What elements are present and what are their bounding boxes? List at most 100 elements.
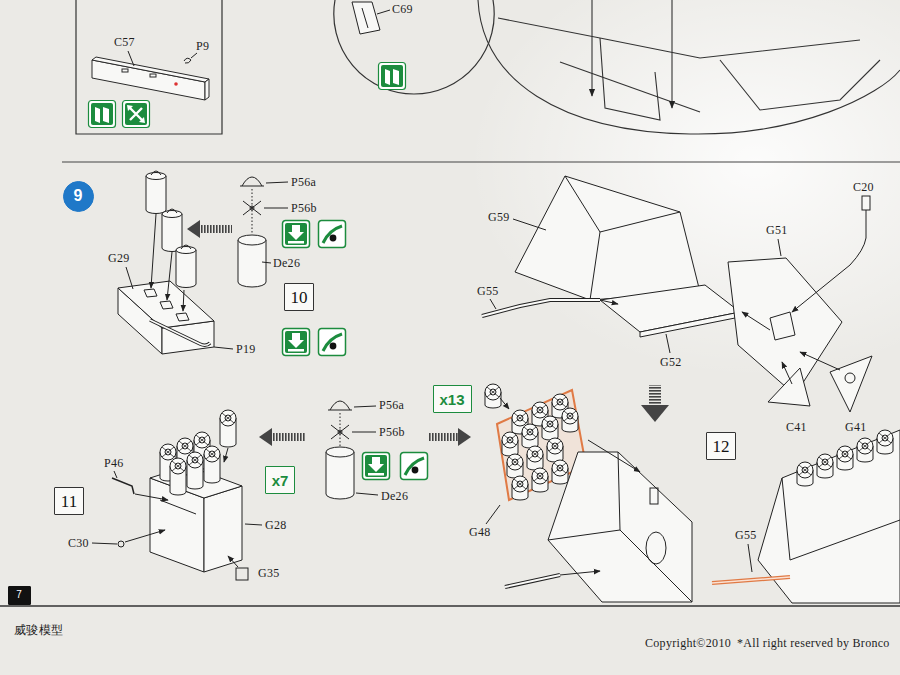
part-number: G51 <box>766 224 788 236</box>
detail-circle <box>334 0 494 94</box>
part-number: C41 <box>786 421 807 433</box>
assembly-arrow <box>800 352 840 370</box>
sub-step-number: 11 <box>54 487 84 515</box>
part-number: De26 <box>273 257 300 269</box>
stowage-bin <box>515 176 740 337</box>
stowage-bin <box>650 488 658 504</box>
stowage-bin <box>548 452 692 602</box>
hull-detail <box>498 18 860 58</box>
assembly-arrow <box>118 541 124 547</box>
assembly-arrow <box>490 210 866 384</box>
photo-etch-handle <box>328 401 376 410</box>
rod-part <box>214 347 233 349</box>
assembly-line <box>252 189 253 234</box>
hull-detail <box>671 0 672 108</box>
page-number: 7 <box>8 586 31 605</box>
quantity-badge: x7 <box>265 466 295 494</box>
armor-plate <box>92 57 209 100</box>
assembly-arrow <box>490 299 496 309</box>
canister-row <box>797 462 813 486</box>
optional-icon <box>123 101 150 128</box>
canister-row <box>837 446 853 470</box>
hull-detail <box>720 60 880 110</box>
side-plate <box>770 312 795 340</box>
stowage-bin <box>640 312 740 337</box>
rod-part <box>482 300 600 316</box>
photo-etch-handle <box>330 401 350 410</box>
canister-grid <box>552 460 568 484</box>
assembly-arrow <box>782 362 792 384</box>
canister <box>170 458 186 495</box>
assembly-arrow <box>513 219 546 230</box>
rod-part <box>150 320 233 349</box>
rack-block <box>204 486 242 572</box>
part-number: G28 <box>265 519 287 531</box>
part-number: P56a <box>379 399 404 411</box>
assembly-arrow <box>792 210 866 312</box>
rod-part <box>712 544 790 583</box>
leader-line <box>128 51 197 66</box>
paint-icon <box>401 453 428 480</box>
assembly-arrow <box>135 494 168 500</box>
rod-part <box>482 300 600 316</box>
page-number-text: 7 <box>16 590 22 600</box>
rod-part <box>482 300 600 316</box>
assembly-arrow <box>228 556 238 567</box>
canister-row <box>857 438 873 462</box>
assembly-arrow <box>114 471 117 478</box>
part-number: C57 <box>114 36 135 48</box>
stowage-bin <box>600 285 740 332</box>
canister <box>238 235 266 245</box>
part-number: G55 <box>477 285 499 297</box>
rack-block <box>160 500 196 514</box>
photo-etch-handle <box>266 182 288 183</box>
step-frame <box>76 0 222 134</box>
rod-part <box>712 577 790 583</box>
side-plate <box>728 196 872 412</box>
move-arrow <box>200 225 232 233</box>
step-number: 9 <box>63 181 94 212</box>
sub-step-number-text: 12 <box>713 438 730 455</box>
part-number: G59 <box>488 211 510 223</box>
assembly-arrow <box>112 478 134 494</box>
part-number: G48 <box>469 526 491 538</box>
part-number: G35 <box>258 567 280 579</box>
canister-grid <box>542 416 558 440</box>
move-arrow <box>458 428 471 446</box>
canister <box>162 209 182 252</box>
side-plate <box>830 356 872 412</box>
stowage-bin <box>782 478 900 560</box>
quantity-badge-text: x7 <box>272 473 289 488</box>
canister-grid <box>502 432 518 456</box>
assembly-arrow <box>183 290 184 311</box>
canister <box>485 384 501 408</box>
move-arrow <box>259 428 471 446</box>
rod-part <box>712 577 790 583</box>
assembly-arrow <box>125 530 165 542</box>
section-rule <box>62 161 900 162</box>
canister <box>187 452 203 489</box>
sub-step-number: 10 <box>284 283 314 311</box>
next-step-arrow <box>649 385 661 405</box>
side-plate <box>862 196 870 210</box>
canister <box>238 240 266 287</box>
canister-grid <box>532 468 548 492</box>
canister <box>326 452 354 499</box>
move-arrow <box>187 220 200 238</box>
glue-icon <box>379 63 406 90</box>
detail-circle <box>334 0 494 94</box>
photo-etch-cross <box>331 425 376 439</box>
hull-detail <box>591 0 592 96</box>
small-part <box>352 2 390 34</box>
part-number: G55 <box>735 529 757 541</box>
canister-grid <box>507 454 523 478</box>
copyright-note: *All right reserved by Bronco <box>737 637 890 649</box>
sub-step-number: 12 <box>706 432 736 460</box>
rack-block <box>160 301 173 309</box>
stowage-bin <box>548 452 692 602</box>
part-number: G52 <box>660 356 682 368</box>
